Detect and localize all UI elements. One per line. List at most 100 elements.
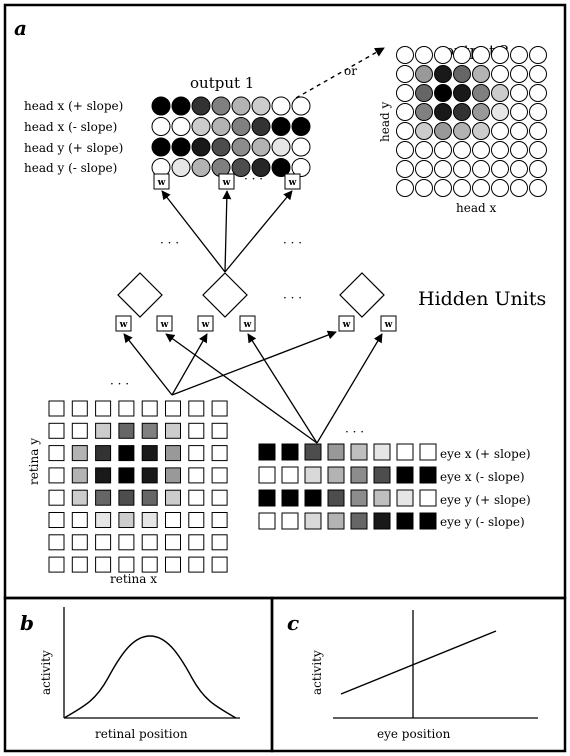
- unit-square: [211, 400, 228, 417]
- hidden-unit: [339, 272, 385, 318]
- unit-square: [71, 400, 88, 417]
- arrow: [123, 333, 173, 396]
- unit-circle: [151, 96, 171, 116]
- unit-square: [165, 445, 181, 462]
- ellipsis: · · ·: [244, 172, 263, 186]
- unit-circle: [415, 65, 433, 83]
- unit-circle: [529, 103, 547, 121]
- unit-circle: [171, 117, 191, 136]
- unit-square: [71, 556, 88, 573]
- unit-square: [141, 489, 158, 506]
- unit-circle: [291, 158, 311, 177]
- panel-b-letter: b: [20, 611, 34, 635]
- eye-row-label: eye y (+ slope): [440, 493, 531, 507]
- weight-label: w: [384, 320, 393, 330]
- unit-square: [211, 556, 228, 573]
- unit-circle: [529, 65, 547, 83]
- unit-square: [211, 512, 228, 528]
- unit-square: [373, 443, 391, 461]
- unit-square: [71, 422, 88, 439]
- unit-circle: [491, 160, 509, 178]
- unit-square: [258, 443, 276, 461]
- unit-circle: [415, 141, 433, 159]
- unit-square: [95, 445, 112, 462]
- output2-xlabel: head x: [456, 201, 496, 215]
- unit-square: [141, 445, 158, 462]
- unit-circle: [231, 137, 251, 157]
- unit-circle: [415, 46, 433, 64]
- unit-square: [118, 467, 135, 484]
- output1-row-label: head x (- slope): [24, 120, 117, 134]
- unit-square: [396, 489, 414, 507]
- unit-square: [304, 466, 322, 484]
- unit-circle: [251, 117, 271, 136]
- weight-box: [338, 315, 355, 332]
- unit-circle: [491, 65, 509, 83]
- retina: retina x retina y: [27, 400, 228, 586]
- unit-circle: [510, 179, 528, 197]
- unit-square: [350, 466, 368, 484]
- unit-circle: [415, 84, 433, 102]
- unit-circle: [415, 179, 433, 197]
- unit-square: [350, 489, 368, 507]
- unit-square: [165, 556, 181, 573]
- unit-circle: [529, 84, 547, 102]
- unit-circle: [251, 96, 271, 116]
- unit-circle: [453, 103, 471, 121]
- unit-circle: [472, 122, 490, 140]
- retina-xlabel: retina x: [110, 572, 157, 586]
- hidden-unit: [117, 272, 163, 318]
- unit-circle: [191, 158, 211, 177]
- unit-circle: [231, 96, 251, 116]
- unit-square: [188, 400, 205, 417]
- unit-circle: [491, 141, 509, 159]
- unit-circle: [529, 122, 547, 140]
- weight-label: w: [342, 320, 351, 330]
- unit-square: [327, 443, 345, 461]
- unit-circle: [291, 96, 311, 116]
- unit-circle: [291, 117, 311, 136]
- unit-circle: [472, 179, 490, 197]
- unit-square: [118, 534, 135, 551]
- unit-circle: [453, 122, 471, 140]
- weight-box: [197, 315, 214, 332]
- unit-square: [327, 466, 345, 484]
- unit-circle: [472, 84, 490, 102]
- unit-square: [419, 466, 437, 484]
- arrow: [224, 190, 293, 273]
- unit-circle: [171, 96, 191, 116]
- unit-square: [48, 512, 65, 528]
- unit-square: [71, 512, 88, 528]
- arrow: [165, 333, 318, 444]
- weight-label: w: [288, 178, 297, 188]
- panel-c: eye position activity: [310, 610, 538, 741]
- eye-row-label: eye y (- slope): [440, 515, 525, 529]
- unit-square: [165, 400, 181, 417]
- unit-circle: [472, 46, 490, 64]
- unit-circle: [434, 141, 452, 159]
- panel-c-xlabel: eye position: [377, 727, 451, 741]
- unit-square: [118, 445, 135, 462]
- or-label: or: [344, 64, 357, 78]
- unit-circle: [491, 122, 509, 140]
- unit-square: [48, 489, 65, 506]
- unit-circle: [271, 117, 291, 136]
- output2-grid: [396, 46, 547, 197]
- output1-row-label: head x (+ slope): [24, 99, 123, 113]
- unit-circle: [191, 117, 211, 136]
- unit-square: [141, 512, 158, 528]
- unit-circle: [415, 122, 433, 140]
- unit-circle: [510, 65, 528, 83]
- ellipsis: · · ·: [283, 236, 302, 250]
- ellipsis: · · ·: [345, 425, 364, 439]
- unit-circle: [453, 65, 471, 83]
- unit-square: [258, 512, 276, 530]
- unit-circle: [510, 160, 528, 178]
- output2: output 2 or head x head y: [295, 42, 547, 215]
- unit-square: [258, 466, 276, 484]
- unit-square: [95, 489, 112, 506]
- unit-square: [118, 556, 135, 573]
- panel-c-letter: c: [287, 611, 299, 635]
- unit-square: [188, 534, 205, 551]
- ellipsis: · · ·: [110, 377, 129, 391]
